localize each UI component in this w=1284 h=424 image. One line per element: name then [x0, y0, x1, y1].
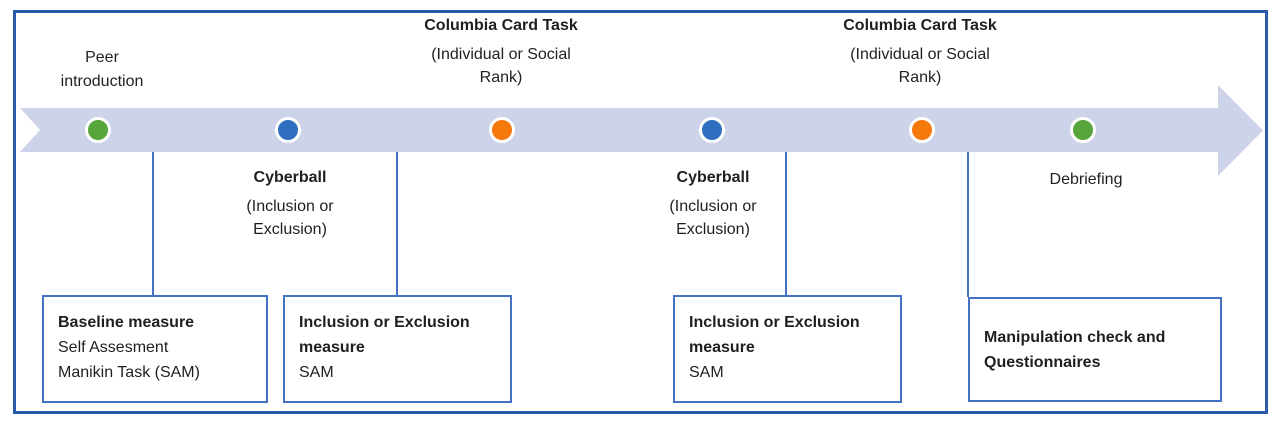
event-label-text: Columbia Card Task: [843, 17, 997, 34]
event-label-columbia-card-task-2: Columbia Card Task (Individual or Social…: [820, 14, 1020, 89]
connector-line-measure-1: [396, 152, 398, 295]
connector-line-measure-2: [785, 152, 787, 295]
event-label-text: Debriefing: [1049, 171, 1123, 188]
timeline-arrow-shape: [20, 85, 1263, 176]
measure-box-title: Baseline measure: [58, 314, 195, 331]
measure-box-title: Inclusion or Exclusion measure: [689, 314, 860, 356]
event-dot-columbia-card-task-2: [909, 117, 935, 143]
event-label-text: Cyberball: [253, 169, 327, 186]
measure-box-line: SAM: [689, 364, 724, 381]
event-label-cyberball-1: Cyberball (Inclusion or Exclusion): [210, 166, 370, 241]
event-label-peer-introduction: Peer introduction: [42, 46, 162, 94]
event-label-text: Columbia Card Task: [424, 17, 578, 34]
measure-box-line: Self Assesment: [58, 339, 169, 356]
measure-box-inclusion-exclusion-2: Inclusion or Exclusion measure SAM: [673, 295, 902, 403]
measure-box-line: SAM: [299, 364, 334, 381]
event-dot-peer-introduction: [85, 117, 111, 143]
event-dot-columbia-card-task-1: [489, 117, 515, 143]
event-dot-debriefing: [1070, 117, 1096, 143]
event-sublabel-text: (Inclusion or Exclusion): [246, 198, 334, 238]
measure-box-line: Manikin Task (SAM): [58, 364, 200, 381]
measure-box-inclusion-exclusion-1: Inclusion or Exclusion measure SAM: [283, 295, 512, 403]
measure-box-baseline: Baseline measure Self Assesment Manikin …: [42, 295, 268, 403]
event-label-columbia-card-task-1: Columbia Card Task (Individual or Social…: [401, 14, 601, 89]
event-label-cyberball-2: Cyberball (Inclusion or Exclusion): [633, 166, 793, 241]
measure-box-manipulation-check: Manipulation check and Questionnaires: [968, 297, 1222, 402]
connector-line-baseline: [152, 152, 154, 295]
event-dot-cyberball-1: [275, 117, 301, 143]
event-sublabel-text: (Individual or Social Rank): [850, 46, 990, 86]
event-sublabel-text: (Inclusion or Exclusion): [669, 198, 757, 238]
measure-box-title: Manipulation check and Questionnaires: [984, 328, 1166, 371]
event-label-text: Peer introduction: [60, 49, 144, 90]
figure-border: [13, 10, 1268, 414]
event-dot-cyberball-2: [699, 117, 725, 143]
event-label-text: Cyberball: [676, 169, 750, 186]
measure-box-title: Inclusion or Exclusion measure: [299, 314, 470, 356]
event-label-debriefing: Debriefing: [1006, 168, 1166, 192]
connector-line-manipulation: [967, 152, 969, 297]
event-sublabel-text: (Individual or Social Rank): [431, 46, 571, 86]
